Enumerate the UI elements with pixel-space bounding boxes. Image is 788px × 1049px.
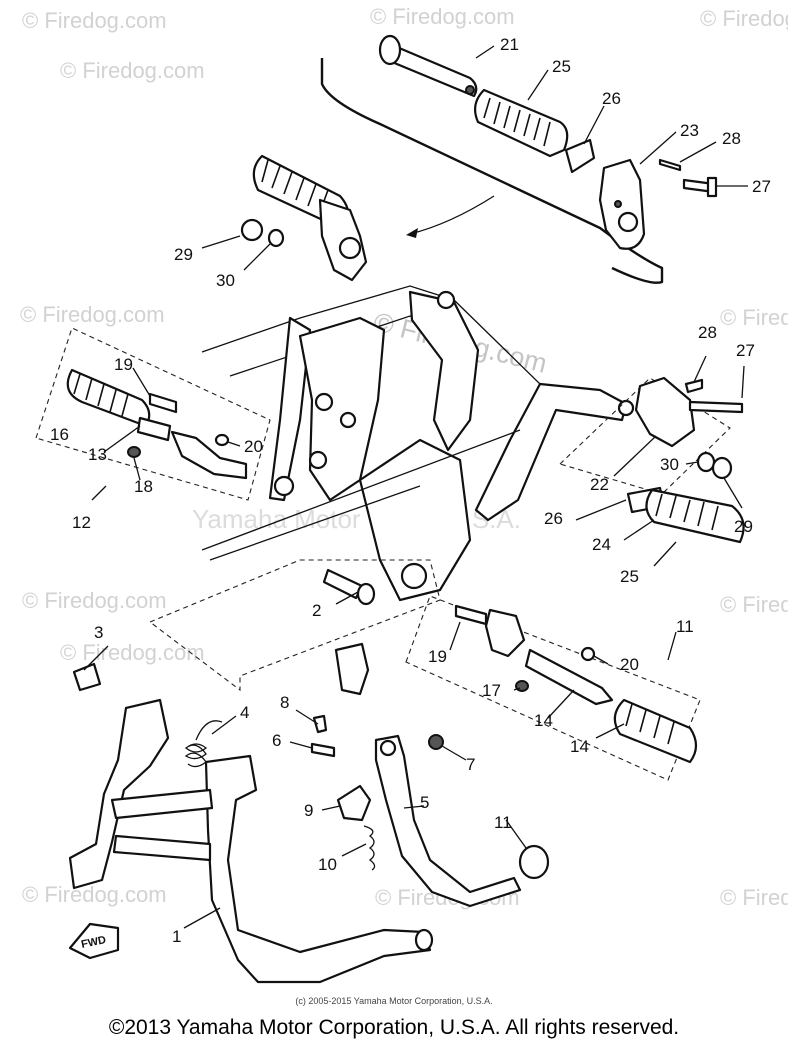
detail-arrow-head [406,228,418,238]
side-stand-bracket [334,642,370,696]
part-19-left-pin [148,392,178,414]
callout-labels: 21 25 26 23 28 27 29 30 19 16 13 18 20 1… [50,35,771,946]
watermark-bottom-right: © Firedog.com [720,885,788,910]
callout-4: 4 [240,703,249,722]
callout-15: 14 [570,737,589,756]
lower-right-footrest-group [454,604,698,764]
part-27-bolt-upper [682,176,718,198]
part-26-washer-upper [564,138,596,174]
watermark-top-center: © Firedog.com [370,4,515,29]
svg-text:FWD: FWD [80,934,107,951]
callout-27-upper: 27 [752,177,771,196]
leader-lines [83,45,748,929]
callout-5: 5 [420,793,429,812]
callout-26-right: 26 [544,509,563,528]
part-2-pivot-shaft [322,568,376,606]
callout-27-right: 27 [736,341,755,360]
motorcycle-frame [201,285,635,602]
callout-28-right: 28 [698,323,717,342]
part-29-collar-upper [240,218,264,242]
callout-17: 17 [482,681,501,700]
dashed-box-right [558,377,731,495]
part-25-footrest-rubber-upper [473,88,569,158]
right-footrest-bracket [484,608,526,658]
part-14-right-footrest [524,648,614,706]
part-10-spring [363,825,376,871]
watermark-top-left: © Firedog.com [22,8,167,33]
watermark-left-low: © Firedog.com [22,588,167,613]
watermark-top-right: © Firedog.com [700,6,788,31]
callout-19-right: 19 [428,647,447,666]
watermark-right-low: © Firedog.com [720,592,788,617]
callout-25-upper: 25 [552,57,571,76]
callout-29-upper: 29 [174,245,193,264]
callout-10: 10 [318,855,337,874]
callout-23: 24 [592,535,611,554]
right-footrest-group [626,376,745,544]
callout-30-upper: 30 [216,271,235,290]
callout-20-left: 20 [244,437,263,456]
callout-25-right: 25 [620,567,639,586]
part-6-bolt [310,742,336,758]
watermark-right-mid: © Firedog.com [720,305,788,330]
callout-22: 23 [680,121,699,140]
callout-29-right: 29 [734,517,753,536]
callout-30-right: 30 [660,455,679,474]
callout-16: 16 [50,425,69,444]
watermark-left-low-2: © Firedog.com [60,640,205,665]
part-16-left-rubber [66,368,151,428]
watermark-bottom-left: © Firedog.com [22,882,167,907]
part-7-nut [428,734,444,750]
part-19-right-pin [454,604,488,626]
small-copyright-notice: (c) 2005-2015 Yamaha Motor Corporation, … [295,996,493,1006]
callout-7: 7 [466,755,475,774]
part-5-side-stand [374,734,522,908]
callout-11: 11 [494,813,512,832]
left-footrest-bracket [170,430,248,480]
callout-2: 2 [312,601,321,620]
watermark-top-left-2: © Firedog.com [60,58,205,83]
callout-28-upper: 28 [722,129,741,148]
callout-14-left: 13 [88,445,107,464]
dashed-box-12 [405,595,701,781]
part-11-rubber [518,844,550,880]
copyright-footer: ©2013 Yamaha Motor Corporation, U.S.A. A… [108,1016,680,1039]
dashed-box-stand [148,559,441,692]
upper-footrest-assembly [252,154,368,282]
callout-12: 11 [676,617,694,636]
part-1-main-stand [68,698,434,984]
part-17-right-clip [515,680,529,692]
callout-19-left: 19 [114,355,133,374]
callout-18: 18 [134,477,153,496]
callout-13: 12 [72,513,91,532]
callout-9: 9 [304,801,313,820]
part-20-left-washer [214,433,230,447]
callout-21: 22 [590,475,609,494]
watermark-left-mid: © Firedog.com [20,302,165,327]
part-14-left-footrest [136,416,172,442]
callout-14-right: 14 [534,711,553,730]
fwd-arrow-marker: FWD [68,922,120,960]
callout-1: 1 [172,927,181,946]
part-9-plate [336,784,372,822]
callout-8: 8 [280,693,289,712]
part-30-washer-upper [267,228,285,248]
callout-26-upper: 26 [602,89,621,108]
part-22-footrest-bracket [598,158,646,250]
part-24-footrest-shaft [378,34,478,98]
part-4-spring [184,720,223,768]
part-20-right-washer [580,646,596,662]
part-8-pin [312,714,328,734]
detail-arrow-line [409,195,495,235]
callout-20-right: 20 [620,655,639,674]
part-28-pin-upper [658,158,682,172]
callout-6: 6 [272,731,281,750]
callout-24: 21 [500,35,519,54]
part-18-left-clip [127,446,141,458]
left-footrest-group [66,368,248,480]
callout-3: 3 [94,623,103,642]
